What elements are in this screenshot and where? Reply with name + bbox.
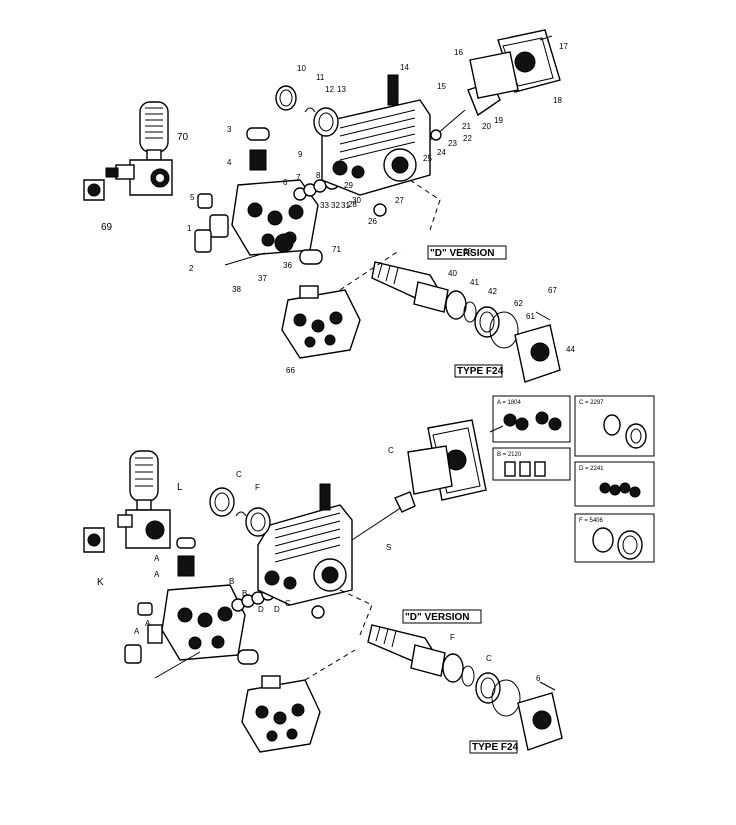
callout-67: 67 [548,286,557,295]
callout-36: 36 [283,261,292,270]
callout-10: 10 [297,64,306,73]
callout-23: 23 [448,139,457,148]
callout-24: 24 [437,148,446,157]
callout-2: 2 [189,264,194,273]
kit-box-a: A = 1804 [492,395,571,443]
d-version-label-bottom: "D" VERSION [405,612,470,623]
callout-21: 21 [462,122,471,131]
callout-7: 7 [296,173,301,182]
callouts-top: 10 11 12 13 14 15 16 17 18 19 20 21 22 2… [101,42,575,375]
callout-3: 3 [227,125,232,134]
kit-box-f: F = 5406 [574,513,655,563]
callout-60: 60 [463,247,472,256]
callout-11: 11 [316,73,325,82]
seal-rings-bottom [209,487,271,537]
pump-assembly-bottom [241,675,321,753]
unloader-valve-bottom [83,450,171,553]
callout-17: 17 [559,42,568,51]
callout-37: 37 [258,274,267,283]
kit-box-c: C = 2297 [574,395,655,457]
type-label-bottom: TYPE F24 [472,742,519,753]
callout-32: 32 [331,201,340,210]
callout-a-4: A [134,627,140,636]
callouts-bottom: C F L K A A A A B B D D C C S F C 6 [97,446,541,683]
callout-b-2: B [242,589,247,598]
callout-13: 13 [337,85,346,94]
callout-14: 14 [400,63,409,72]
callout-1: 1 [187,224,192,233]
callout-29: 29 [344,181,353,190]
callout-f-2: F [450,633,455,642]
callout-40: 40 [448,269,457,278]
callout-a-1: A [154,554,160,563]
callout-c-1: C [236,470,242,479]
svg-text:B = 2120: B = 2120 [497,452,522,458]
svg-text:C = 2297: C = 2297 [579,400,604,406]
d-version-bottom [367,624,563,751]
callout-12: 12 [325,85,334,94]
unloader-valve-top [83,101,173,201]
callout-4: 4 [227,158,232,167]
callout-26: 26 [368,217,377,226]
callout-44: 44 [566,345,575,354]
callout-9: 9 [298,150,303,159]
callout-c-4: C [486,654,492,663]
callout-19: 19 [494,116,503,125]
callout-20: 20 [482,122,491,131]
callout-33: 33 [320,201,329,210]
svg-text:A = 1804: A = 1804 [497,400,522,406]
callout-31: 31 [341,201,350,210]
callout-f-1: F [255,483,260,492]
callout-c-2: C [285,599,291,608]
callout-5: 5 [190,193,195,202]
type-label-top: TYPE F24 [457,366,504,377]
callout-66: 66 [286,366,295,375]
kit-box-d: D = 2241 [574,461,655,507]
callout-d-1: D [258,605,264,614]
callout-27: 27 [395,196,404,205]
callout-42: 42 [488,287,497,296]
callout-61: 61 [526,312,535,321]
callout-c-3: C [388,446,394,455]
kit-box-b: B = 2120 [492,447,571,481]
callout-a-2: A [154,570,160,579]
pump-assembly-66-top [281,285,361,359]
callout-71: 71 [332,245,341,254]
rear-cover-top [469,29,561,99]
callout-28: 28 [348,200,357,209]
callout-a-3: A [145,619,151,628]
callout-l: L [177,482,183,493]
callout-k: K [97,577,104,588]
callout-22: 22 [463,134,472,143]
callout-30: 30 [352,196,361,205]
manifold-bottom [124,537,259,679]
crankcase-top [321,74,501,217]
callout-b-1: B [229,577,234,586]
svg-text:F = 5406: F = 5406 [579,518,604,524]
callout-6-bottom: 6 [536,674,541,683]
crankcase-bottom [257,483,416,619]
callout-70: 70 [177,132,189,143]
callout-s: S [386,543,391,552]
callout-18: 18 [553,96,562,105]
callout-d-2: D [274,605,280,614]
d-version-top [371,261,561,383]
d-version-label-top: "D" VERSION [430,248,495,259]
callout-69: 69 [101,222,113,233]
seal-rings-top [275,85,339,137]
callout-25: 25 [423,154,432,163]
callout-62: 62 [514,299,523,308]
callout-6: 6 [283,178,288,187]
callout-41: 41 [470,278,479,287]
svg-text:D = 2241: D = 2241 [579,466,604,472]
callout-38: 38 [232,285,241,294]
rear-cover-bottom [407,419,504,501]
callout-15: 15 [437,82,446,91]
callout-16: 16 [454,48,463,57]
callout-8: 8 [316,171,321,180]
